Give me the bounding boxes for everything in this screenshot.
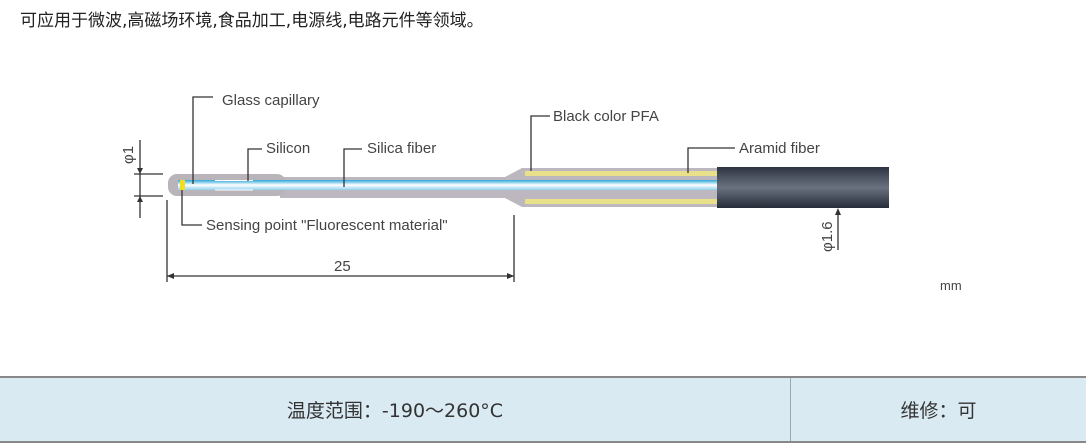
silica-fiber	[178, 180, 723, 190]
aramid-top	[525, 171, 720, 176]
dim-length: 25	[334, 258, 351, 275]
dim-cable-diameter: φ1.6	[819, 221, 836, 252]
unit-label: mm	[940, 278, 962, 293]
cable	[717, 167, 889, 208]
sensing-point	[180, 180, 185, 190]
temperature-range: 温度范围：-190～260°C	[0, 378, 791, 441]
intro-text: 可应用于微波,高磁场环境,食品加工,电源线,电路元件等领域。	[20, 11, 484, 31]
label-glass-capillary: Glass capillary	[222, 92, 320, 109]
dim-tip-diameter: φ1	[120, 146, 137, 164]
maintenance: 维修：可	[900, 400, 977, 422]
label-black-pfa: Black color PFA	[553, 108, 659, 125]
probe-diagram: Glass capillary Silicon Silica fiber Bla…	[120, 92, 962, 293]
spec-table: 温度范围：-190～260°C 维修：可	[0, 376, 1086, 443]
label-silicon: Silicon	[266, 140, 310, 157]
label-aramid-fiber: Aramid fiber	[739, 140, 820, 157]
aramid-bottom	[525, 199, 720, 204]
label-silica-fiber: Silica fiber	[367, 140, 436, 157]
label-sensing-point: Sensing point "Fluorescent material"	[206, 217, 448, 234]
